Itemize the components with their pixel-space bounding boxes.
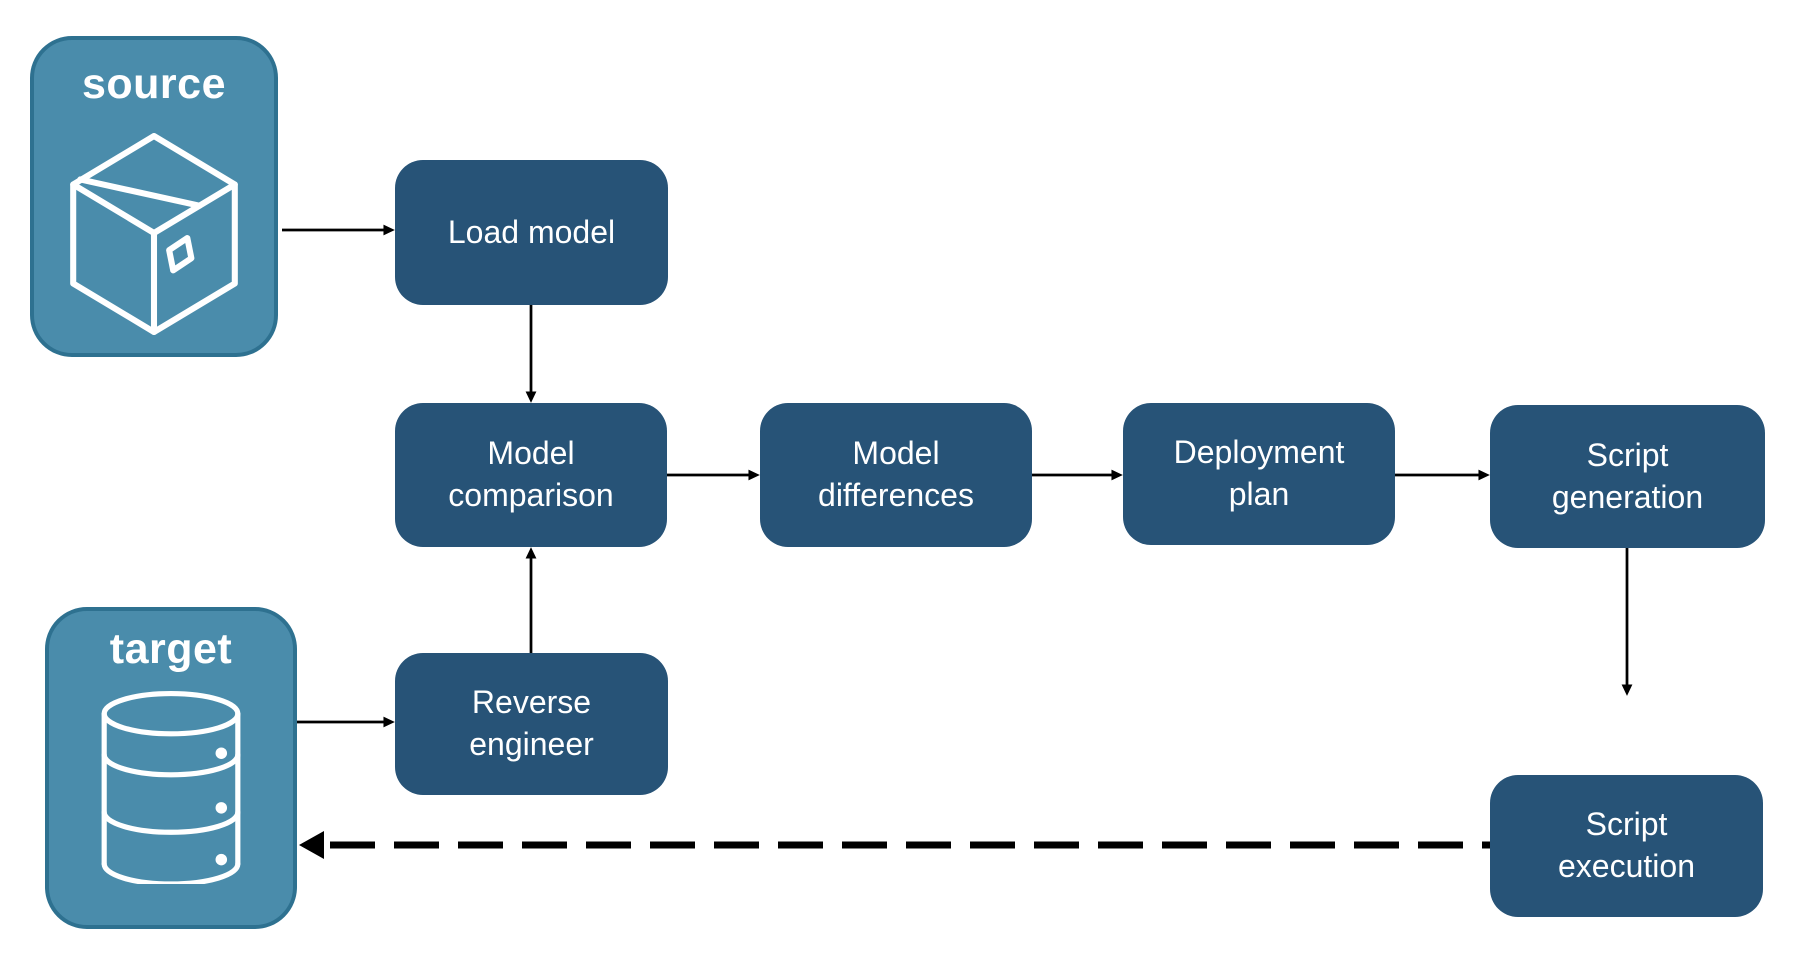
database-icon <box>101 691 241 884</box>
node-label: Model differences <box>818 435 974 513</box>
node-load-model: Load model <box>395 160 668 305</box>
node-label: Script generation <box>1551 436 1704 515</box>
dashed-arrowhead <box>299 831 324 859</box>
node-source: source <box>30 36 278 357</box>
node-label: Deployment plan <box>1173 434 1345 512</box>
node-label: Load model <box>447 213 616 250</box>
node-deployment-plan: Deployment plan <box>1123 403 1395 545</box>
target-label: target <box>109 625 233 673</box>
node-label: Script execution <box>1558 806 1695 884</box>
node-model-comparison: Model comparison <box>395 403 667 547</box>
node-label: Model comparison <box>448 435 614 513</box>
source-label: source <box>81 60 226 108</box>
node-script-generation: Script generation <box>1490 405 1765 548</box>
node-reverse-engineer: Reverse engineer <box>395 653 668 795</box>
node-model-differences: Model differences <box>760 403 1032 547</box>
package-icon <box>70 133 238 335</box>
node-label: Reverse engineer <box>469 684 594 762</box>
node-script-execution: Script execution <box>1490 775 1763 917</box>
node-target: target <box>45 607 297 929</box>
